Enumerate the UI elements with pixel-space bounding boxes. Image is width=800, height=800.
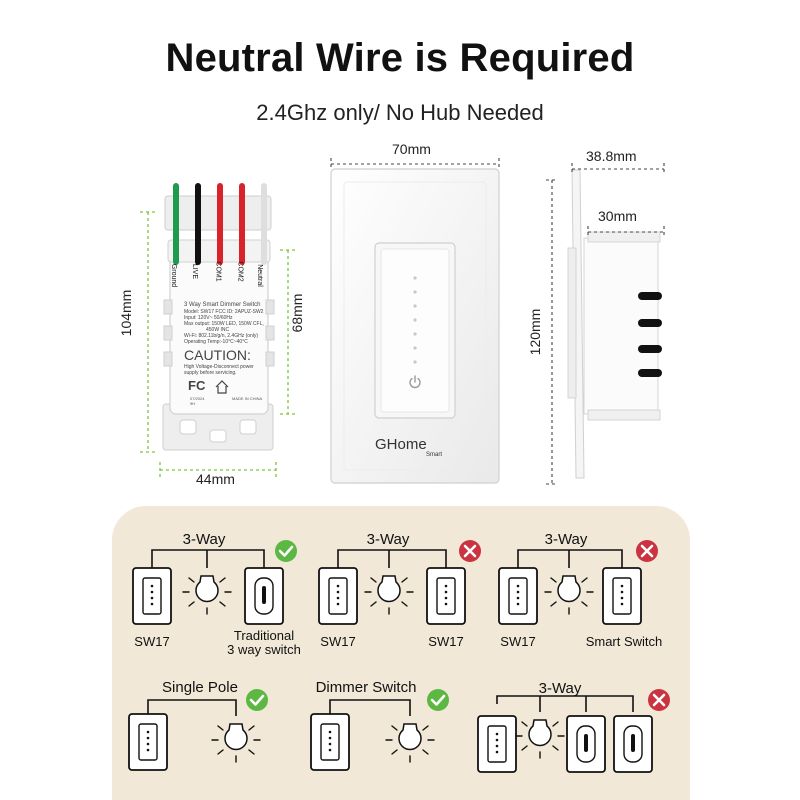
switch-box bbox=[426, 567, 466, 625]
brand-sub: Smart bbox=[426, 452, 443, 458]
power-icon bbox=[407, 374, 423, 395]
wire-6 bbox=[496, 695, 634, 712]
module-wifi: Wi-Fi: 802.11b/g/n, 2.4GHz (only) bbox=[184, 333, 259, 339]
diagram-5-title: Dimmer Switch bbox=[315, 679, 417, 696]
diagram-2-left-label: SW17 bbox=[320, 634, 356, 649]
dim-module-width: 44mm bbox=[196, 471, 235, 487]
module-caution: CAUTION: bbox=[184, 347, 251, 363]
diagram-3-left-label: SW17 bbox=[500, 634, 536, 649]
module-input: Input: 120V~ 50/60Hz bbox=[184, 315, 233, 321]
cross-icon bbox=[636, 540, 658, 562]
switch-box bbox=[477, 715, 517, 773]
fc-logo: FC bbox=[188, 378, 206, 393]
switch-box bbox=[132, 567, 172, 625]
module-code: 07/2024 9H bbox=[190, 396, 204, 406]
dim-side-body-depth: 30mm bbox=[598, 208, 637, 224]
module-model: Model: SW17 bbox=[184, 309, 215, 315]
product-illustration bbox=[140, 158, 665, 485]
module-caution-line-1: High Voltage-Disconnect power bbox=[184, 364, 254, 370]
dim-side-depth: 38.8mm bbox=[586, 148, 637, 164]
wire-2 bbox=[337, 549, 447, 568]
module-temp: Operating Temp:-10°C~40°C bbox=[184, 339, 248, 345]
check-icon bbox=[427, 689, 449, 711]
cross-icon bbox=[459, 540, 481, 562]
module-max-output: Max output: 150W LED, 150W CFL, bbox=[184, 321, 264, 327]
switch-side-view bbox=[567, 169, 662, 479]
module-max-output-2: 450W INC bbox=[206, 327, 230, 333]
switch-front-view bbox=[330, 168, 500, 484]
switch-box bbox=[602, 567, 642, 625]
diagram-2-title: 3-Way bbox=[366, 531, 410, 548]
wire-1 bbox=[151, 549, 265, 568]
check-icon bbox=[246, 689, 268, 711]
diagram-6-title: 3-Way bbox=[538, 680, 582, 697]
diagram-4-title: Single Pole bbox=[162, 679, 238, 696]
module-code-line-1: 07/2024 bbox=[190, 396, 205, 401]
module-label: 3 Way Smart Dimmer Switch Model: SW17 FC… bbox=[184, 302, 264, 345]
wire-4 bbox=[147, 699, 237, 716]
diagram-1-right-label: Traditional 3 way switch bbox=[227, 628, 301, 657]
module-made-in: MADE IN CHINA bbox=[232, 396, 263, 401]
page-subtitle: 2.4Ghz only/ No Hub Needed bbox=[256, 100, 544, 125]
page-title: Neutral Wire is Required bbox=[165, 36, 635, 80]
switch-box bbox=[498, 567, 538, 625]
dim-switch-width: 70mm bbox=[392, 141, 431, 157]
module-wires bbox=[173, 183, 267, 265]
module-code-line-2: 9H bbox=[190, 401, 196, 406]
dimension-guides bbox=[140, 211, 296, 478]
switch-box bbox=[310, 713, 350, 771]
diagram-2-right-label: SW17 bbox=[428, 634, 464, 649]
plate-dimension-guides bbox=[330, 158, 558, 485]
wire-5 bbox=[329, 699, 411, 716]
diagram-1-title: 3-Way bbox=[182, 531, 226, 548]
diagram-1-left-label: SW17 bbox=[134, 634, 170, 649]
side-dimension-guides bbox=[571, 163, 665, 238]
module-product: 3 Way Smart Dimmer Switch bbox=[184, 302, 261, 308]
module-caution-text: High Voltage-Disconnect power supply bef… bbox=[184, 364, 254, 376]
switch-box bbox=[128, 713, 168, 771]
diagram-3-title: 3-Way bbox=[544, 531, 588, 548]
diagram-3-right-label: Smart Switch bbox=[585, 634, 663, 649]
brand-name: GHome bbox=[375, 436, 427, 453]
wire-3 bbox=[517, 549, 623, 568]
cross-icon bbox=[648, 689, 670, 711]
switch-box bbox=[318, 567, 358, 625]
module-caution-line-2: supply before servicing. bbox=[184, 370, 237, 376]
bulb-icon bbox=[195, 575, 581, 751]
check-icon bbox=[275, 540, 297, 562]
house-icon bbox=[215, 380, 229, 399]
module-fcc: FCC ID: 2APUZ-SW2 bbox=[215, 309, 264, 315]
